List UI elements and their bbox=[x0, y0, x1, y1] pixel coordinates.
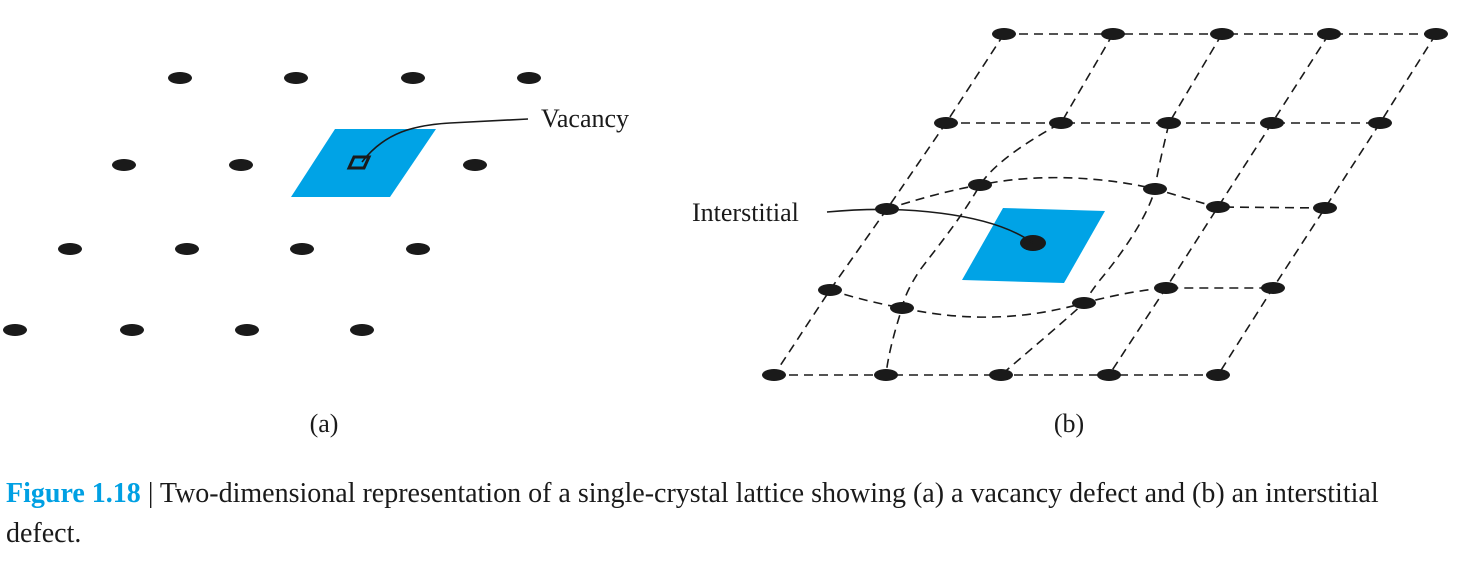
atom bbox=[1206, 201, 1230, 213]
panel-a-label: (a) bbox=[310, 409, 339, 438]
atom bbox=[3, 324, 27, 336]
atom bbox=[890, 302, 914, 314]
vacancy-label: Vacancy bbox=[541, 104, 629, 133]
panel-a-atoms bbox=[3, 72, 541, 336]
figure-number: Figure 1.18 bbox=[6, 478, 141, 509]
atom bbox=[350, 324, 374, 336]
atom bbox=[1368, 117, 1392, 129]
atom bbox=[1072, 297, 1096, 309]
atom bbox=[290, 243, 314, 255]
vacancy-highlight bbox=[291, 129, 436, 197]
atom bbox=[1424, 28, 1448, 40]
atom bbox=[1154, 282, 1178, 294]
atom bbox=[968, 179, 992, 191]
atom bbox=[989, 369, 1013, 381]
panel-b-atoms bbox=[762, 28, 1448, 381]
crystal-lattice-figure: Vacancy (a) bbox=[3, 28, 1448, 438]
atom bbox=[1210, 28, 1234, 40]
atom bbox=[818, 284, 842, 296]
atom bbox=[874, 369, 898, 381]
vacancy-leader-line bbox=[361, 118, 529, 163]
caption-text: Two-dimensional representation of a sing… bbox=[6, 478, 1379, 549]
atom bbox=[1101, 28, 1125, 40]
atom bbox=[58, 243, 82, 255]
atom bbox=[934, 117, 958, 129]
atom bbox=[992, 28, 1016, 40]
lattice-bonds bbox=[773, 33, 1437, 376]
atom bbox=[168, 72, 192, 84]
atom bbox=[1313, 202, 1337, 214]
figure-caption: Figure 1.18 | Two-dimensional representa… bbox=[6, 474, 1446, 554]
atom bbox=[1261, 282, 1285, 294]
panel-a-vacancy: Vacancy (a) bbox=[3, 72, 629, 438]
atom bbox=[401, 72, 425, 84]
atom bbox=[1260, 117, 1284, 129]
atom bbox=[762, 369, 786, 381]
atom bbox=[463, 159, 487, 171]
atom bbox=[1097, 369, 1121, 381]
atom bbox=[1317, 28, 1341, 40]
atom bbox=[406, 243, 430, 255]
atom bbox=[235, 324, 259, 336]
atom bbox=[120, 324, 144, 336]
caption-separator: | bbox=[147, 478, 154, 509]
atom bbox=[112, 159, 136, 171]
atom bbox=[1157, 117, 1181, 129]
atom bbox=[1206, 369, 1230, 381]
atom bbox=[1049, 117, 1073, 129]
atom bbox=[517, 72, 541, 84]
atom bbox=[229, 159, 253, 171]
panel-b-label: (b) bbox=[1054, 409, 1084, 438]
panel-b-interstitial: Interstitial (b) bbox=[692, 28, 1448, 438]
vacancy-site-marker bbox=[346, 155, 372, 170]
interstitial-leader-line bbox=[826, 208, 1034, 244]
atom bbox=[1143, 183, 1167, 195]
atom bbox=[284, 72, 308, 84]
atom bbox=[175, 243, 199, 255]
interstitial-label: Interstitial bbox=[692, 198, 799, 227]
